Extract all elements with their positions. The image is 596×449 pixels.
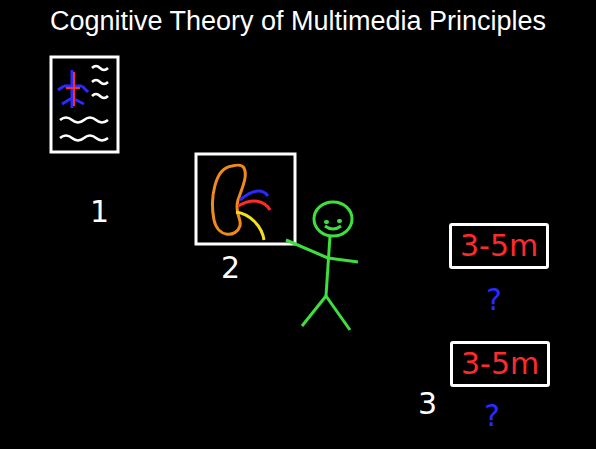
callout-number: 3: [418, 387, 437, 421]
stick-figure: [286, 202, 358, 330]
question-mark: ?: [484, 399, 500, 433]
picture-frame: [196, 154, 295, 244]
vessel-figure: [58, 70, 88, 108]
duration-box: 3-5m: [449, 223, 549, 269]
callout-number: 2: [221, 251, 240, 285]
title: Cognitive Theory of Multimedia Principle…: [0, 6, 596, 37]
duration-text: 3-5m: [460, 228, 538, 264]
artery: [238, 201, 270, 210]
document-outline: [51, 57, 118, 152]
duration-box: 3-5m: [450, 341, 550, 387]
duration-text: 3-5m: [461, 346, 539, 382]
question-mark: ?: [486, 283, 502, 317]
vein: [240, 191, 268, 200]
text-lines: [60, 66, 108, 141]
ureter: [236, 212, 264, 240]
callout-number: 1: [90, 195, 109, 229]
